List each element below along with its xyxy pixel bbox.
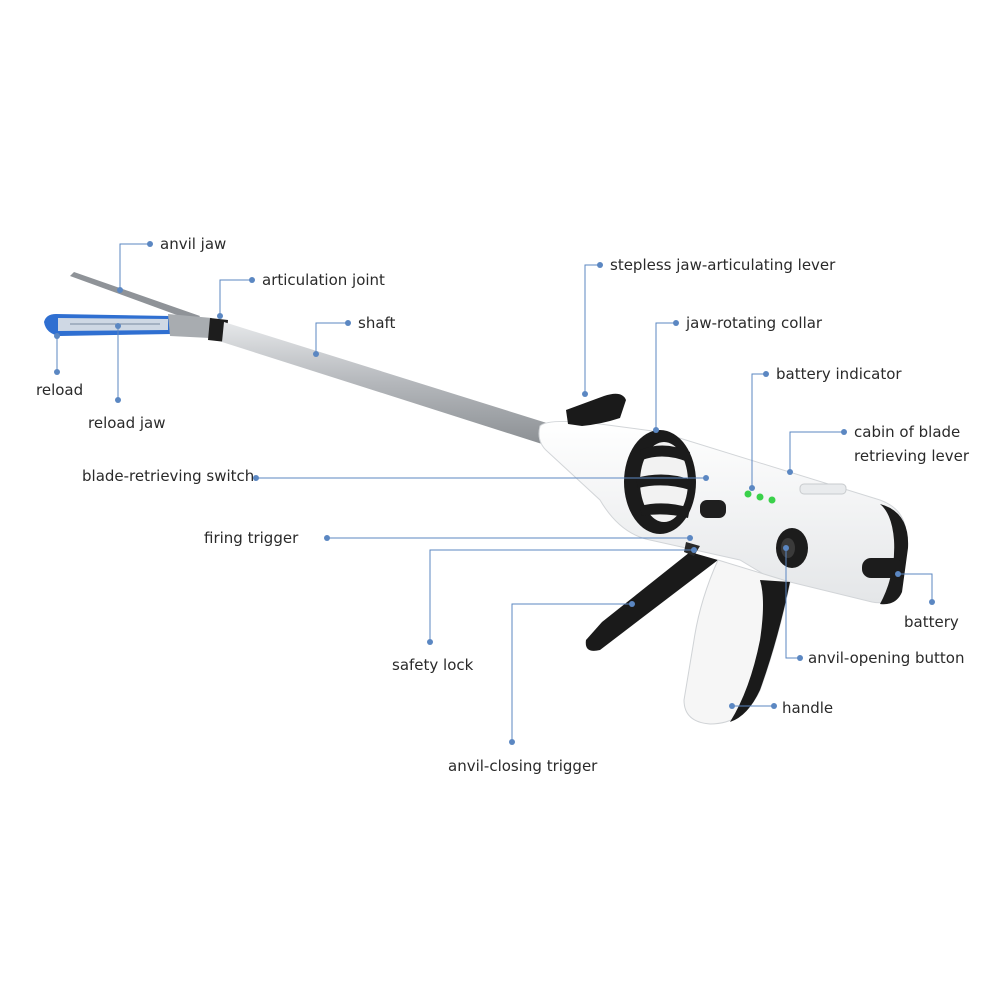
label-articulation-joint: articulation joint: [262, 271, 385, 289]
label-reload-jaw: reload jaw: [88, 414, 166, 432]
articulating-lever-shape: [566, 393, 626, 426]
label-cabin-line1: cabin of blade: [854, 423, 961, 441]
label-anvil-jaw: anvil jaw: [160, 235, 227, 253]
label-stepless-lever: stepless jaw-articulating lever: [610, 256, 836, 274]
label-anvil-closing-trigger: anvil-closing trigger: [448, 757, 598, 775]
leader-lines: [56, 243, 933, 742]
anvil-jaw-shape: [70, 272, 200, 322]
leader-dots: [54, 241, 935, 745]
shaft-shape: [222, 322, 550, 444]
label-reload: reload: [36, 381, 84, 399]
label-shaft: shaft: [358, 314, 396, 332]
label-jaw-rotating-collar: jaw-rotating collar: [686, 314, 823, 332]
label-anvil-opening-button: anvil-opening button: [808, 649, 965, 667]
jaw-rotating-collar-shape: [624, 430, 696, 534]
anvil-closing-trigger-shape: [585, 552, 718, 651]
reload-jaw-shape: [44, 314, 172, 336]
label-battery: battery: [904, 613, 959, 631]
label-battery-indicator: battery indicator: [776, 365, 902, 383]
label-blade-retrieving-switch: blade-retrieving switch: [82, 467, 255, 485]
label-firing-trigger: firing trigger: [204, 529, 299, 547]
handle-shape: [683, 559, 791, 725]
label-handle: handle: [782, 699, 834, 717]
label-cabin-line2: retrieving lever: [854, 447, 970, 465]
label-safety-lock: safety lock: [392, 656, 474, 674]
